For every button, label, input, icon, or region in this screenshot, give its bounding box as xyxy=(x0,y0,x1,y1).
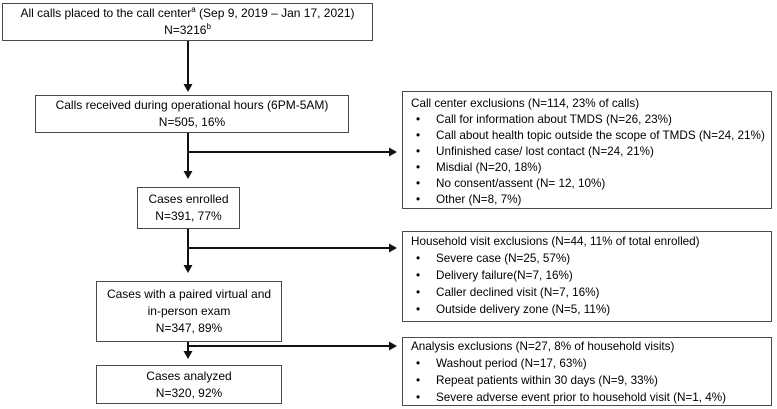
exclusion-item: Caller declined visit (N=7, 16%) xyxy=(411,284,767,301)
exclusion-title: Call center exclusions (N=114, 23% of ca… xyxy=(411,97,640,110)
bullet-icon xyxy=(411,355,436,372)
flow-box-count: N=391, 77% xyxy=(155,209,222,223)
bullet-icon xyxy=(411,267,436,284)
bullet-icon xyxy=(411,250,436,267)
flow-box-title: Calls received during operational hours … xyxy=(55,98,329,112)
bullet-icon xyxy=(411,301,436,318)
exclusion-title: Analysis exclusions (N=27, 8% of househo… xyxy=(411,340,675,353)
flow-box-title: Cases analyzed xyxy=(146,368,232,383)
bullet-icon xyxy=(411,372,436,389)
bullet-icon xyxy=(411,144,436,160)
bullet-icon xyxy=(411,128,436,144)
exclusion-item: Repeat patients within 30 days (N=9, 33%… xyxy=(411,372,767,389)
flow-box-count: N=3216b xyxy=(164,22,211,38)
flow-box-all-calls: All calls placed to the call centera (Se… xyxy=(2,3,373,41)
exclusion-item: Washout period (N=17, 63%) xyxy=(411,355,767,372)
exclusion-item: Outside delivery zone (N=5, 11%) xyxy=(411,301,767,318)
flow-box-count: N=505, 16% xyxy=(158,115,226,129)
arrow-branch-analysis-exclusions xyxy=(188,341,397,351)
bullet-icon xyxy=(411,284,436,301)
flow-box-title-line2: in-person exam xyxy=(147,304,231,318)
flow-box-paired-exam: Cases with a paired virtual and in-perso… xyxy=(96,281,282,342)
flow-box-title: Cases with a paired virtual and xyxy=(106,287,272,301)
arrow-paired-to-analyzed xyxy=(183,342,193,359)
footnote-marker-b: b xyxy=(206,22,211,31)
bullet-icon xyxy=(411,176,436,192)
arrow-branch-call-center-exclusions xyxy=(188,147,397,157)
exclusion-item: Unfinished case/ lost contact (N=24, 21%… xyxy=(411,144,767,160)
flow-box-cases-enrolled: Cases enrolled N=391, 77% xyxy=(137,187,240,229)
bullet-icon xyxy=(411,160,436,176)
exclusion-box-analysis: Analysis exclusions (N=27, 8% of househo… xyxy=(402,337,772,406)
exclusion-item: Severe case (N=25, 57%) xyxy=(411,250,767,267)
exclusion-item: Misdial (N=20, 18%) xyxy=(411,160,767,176)
flow-box-title: All calls placed to the call centera (Se… xyxy=(20,5,355,21)
footnote-marker-a: a xyxy=(191,5,196,14)
flow-box-operational-hours: Calls received during operational hours … xyxy=(35,95,349,133)
arrow-enrolled-to-paired xyxy=(183,229,193,273)
exclusion-box-household-visit: Household visit exclusions (N=44, 11% of… xyxy=(402,231,772,322)
exclusion-item: Severe adverse event prior to household … xyxy=(411,389,767,405)
arrow-all-calls-to-operational xyxy=(183,41,193,92)
exclusion-item: Call for information about TMDS (N=26, 2… xyxy=(411,112,767,128)
exclusion-box-call-center: Call center exclusions (N=114, 23% of ca… xyxy=(402,91,772,209)
arrow-branch-household-exclusions xyxy=(188,243,397,253)
flow-box-title: Cases enrolled xyxy=(148,192,229,206)
bullet-icon xyxy=(411,192,436,208)
bullet-icon xyxy=(411,112,436,128)
exclusion-title: Household visit exclusions (N=44, 11% of… xyxy=(411,235,700,248)
flow-box-count: N=347, 89% xyxy=(155,321,223,335)
exclusion-item: Call about health topic outside the scop… xyxy=(411,128,767,144)
exclusion-item: Delivery failure(N=7, 16%) xyxy=(411,267,767,284)
exclusion-item: Other (N=8, 7%) xyxy=(411,192,767,208)
bullet-icon xyxy=(411,389,436,405)
flow-box-cases-analyzed: Cases analyzed N=320, 92% xyxy=(96,365,282,404)
arrow-operational-to-enrolled xyxy=(183,133,193,179)
exclusion-item: No consent/assent (N= 12, 10%) xyxy=(411,176,767,192)
flow-box-count: N=320, 92% xyxy=(155,385,223,400)
